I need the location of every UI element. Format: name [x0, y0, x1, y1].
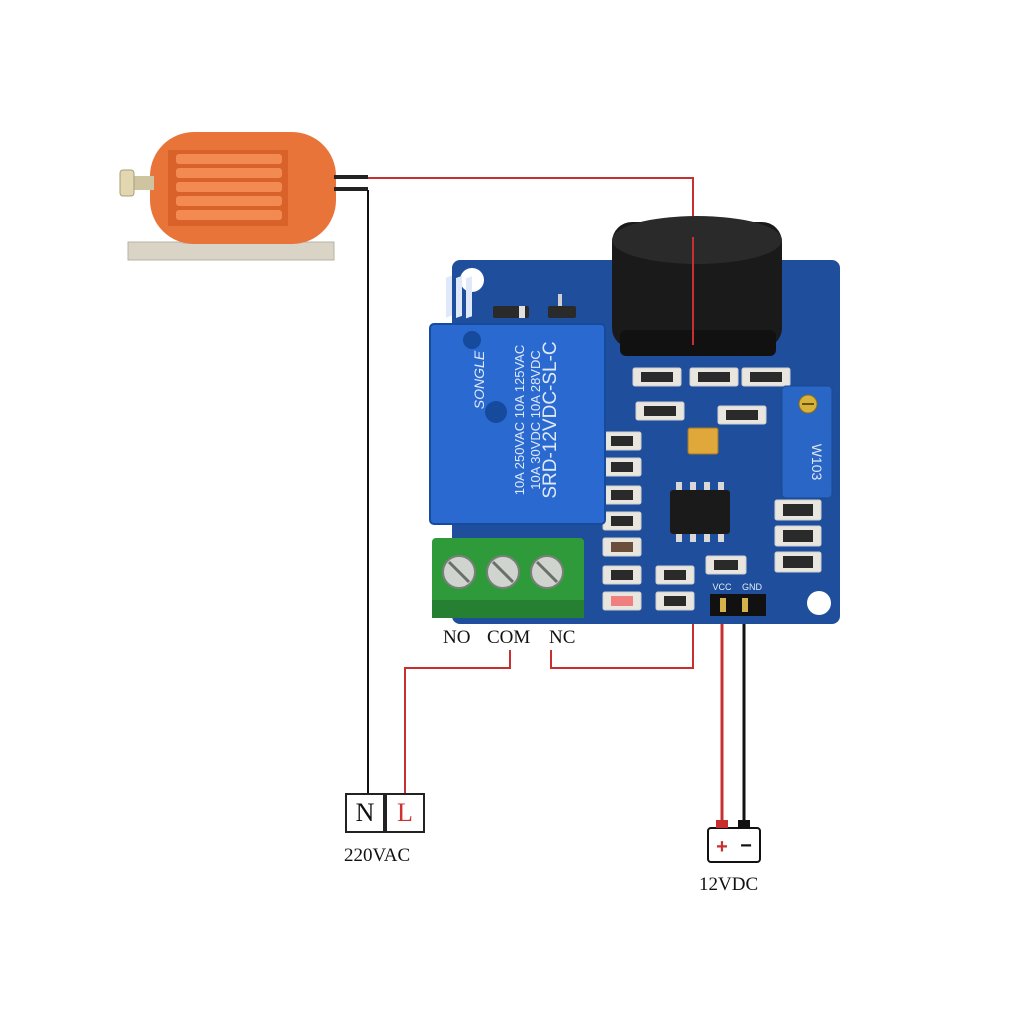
power-header[interactable]	[710, 594, 766, 616]
relay-icon: SRD-12VDC-SL-C 10A 250VAC 10A 125VAC 10A…	[429, 275, 606, 525]
pot-silkscreen: W103	[809, 444, 825, 481]
terminal-screw-nc[interactable]	[530, 555, 564, 589]
power-led	[611, 596, 633, 606]
battery-minus: −	[740, 835, 752, 857]
battery-plus: +	[716, 836, 728, 858]
terminal-label-com: COM	[487, 627, 531, 648]
mounting-hole	[807, 591, 831, 615]
op-amp-chip	[670, 482, 730, 542]
motor-icon	[119, 132, 368, 261]
current-sensor-icon	[612, 216, 782, 356]
mains-live-terminal: L	[385, 793, 425, 833]
battery-icon: + −	[707, 820, 761, 863]
terminal-block	[432, 538, 584, 618]
capacitor	[687, 427, 719, 455]
potentiometer[interactable]: W103	[781, 385, 833, 499]
relay-brand: SONGLE	[471, 350, 487, 409]
songle-logo-icon	[446, 275, 472, 319]
mains-neutral-terminal: N	[345, 793, 385, 833]
com-to-live-wire	[404, 650, 511, 795]
terminal-screw-com[interactable]	[486, 555, 520, 589]
pin-label-gnd: GND	[742, 582, 763, 592]
terminal-screw-no[interactable]	[442, 555, 476, 589]
relay-rating-2: 10A 30VDC 10A 28VDC	[528, 350, 543, 489]
pin-label-vcc: VCC	[712, 582, 732, 592]
mains-voltage-label: 220VAC	[344, 845, 411, 866]
terminal-label-nc: NC	[549, 627, 576, 648]
terminal-label-no: NO	[443, 627, 471, 648]
dc-supply-label: 12VDC	[699, 874, 759, 895]
relay-model: SRD-12VDC-SL-C	[540, 341, 561, 498]
relay-rating-1: 10A 250VAC 10A 125VAC	[512, 345, 527, 496]
